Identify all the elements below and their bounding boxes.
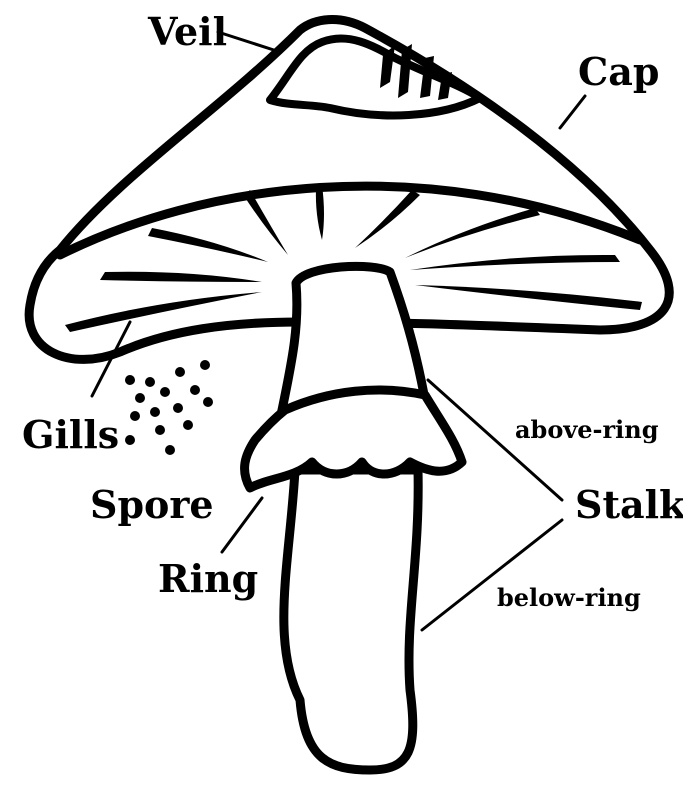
ring [245, 390, 462, 488]
label-gills: Gills [22, 412, 119, 457]
label-spore: Spore [90, 482, 214, 527]
label-ring: Ring [158, 556, 258, 601]
cap-leader [560, 96, 585, 128]
stalk-lower-leader [422, 520, 562, 630]
label-veil: Veil [147, 9, 227, 54]
label-stalk: Stalk [575, 482, 683, 527]
label-below-ring: below-ring [497, 583, 641, 612]
ring-leader [222, 498, 262, 552]
label-cap: Cap [578, 49, 659, 94]
label-above-ring: above-ring [515, 415, 659, 444]
veil-leader [218, 32, 280, 52]
stalk-below-ring [284, 470, 418, 770]
spore-dots [125, 360, 213, 455]
